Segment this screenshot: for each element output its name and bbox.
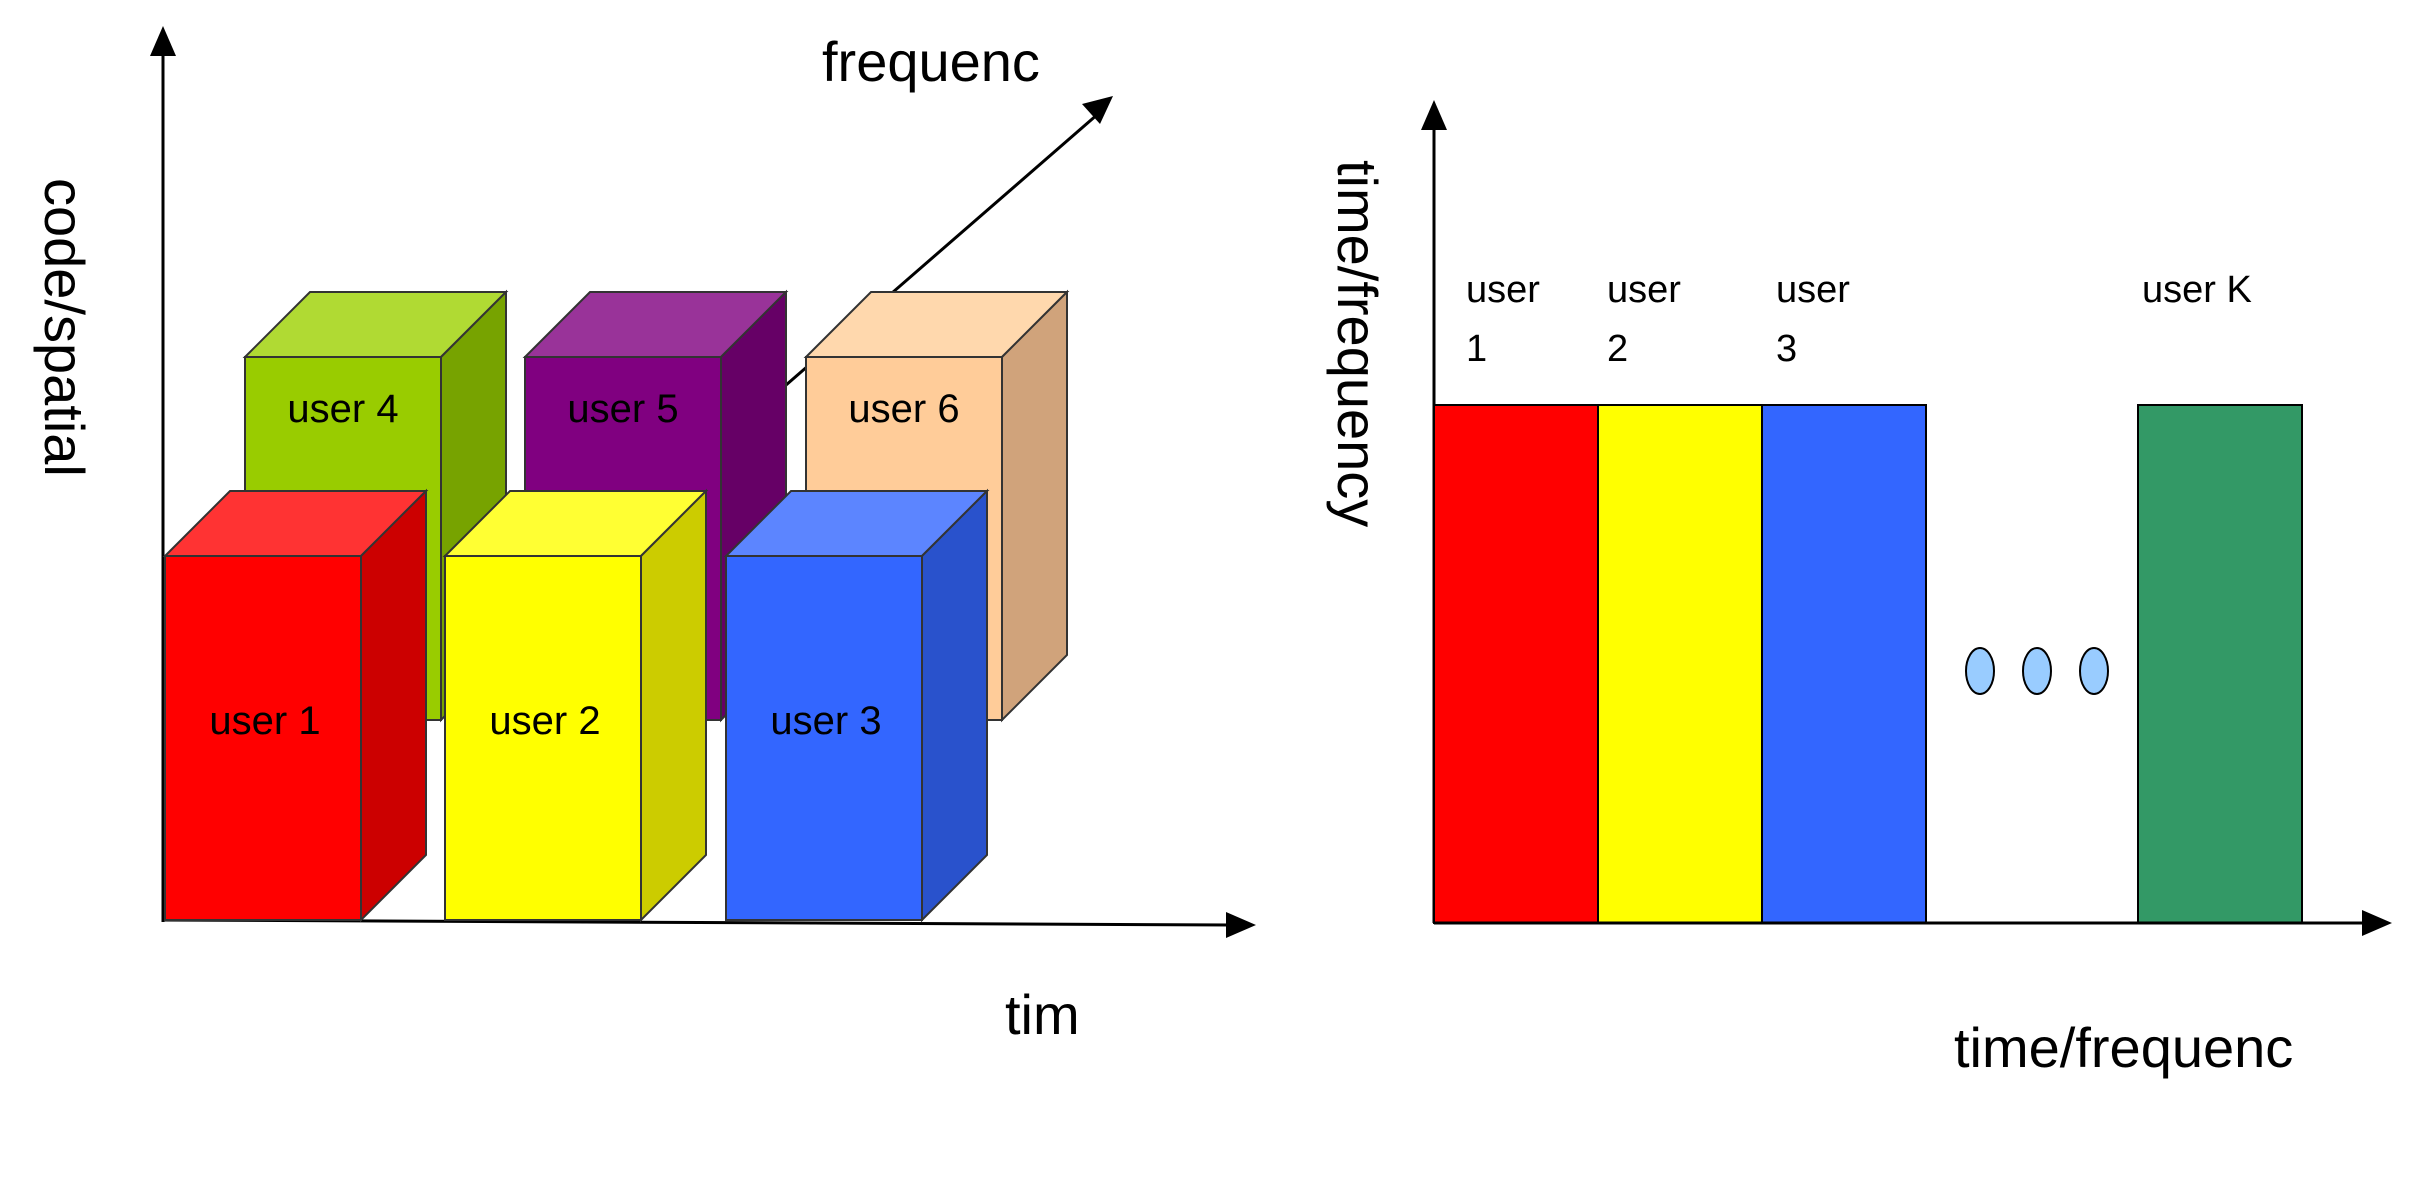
bar-user-1-label-line2: 1: [1466, 328, 1487, 370]
right-bars: [1433, 404, 2303, 924]
block-user-2-side: [640, 488, 707, 923]
left-vertical-axis-arrowhead: [150, 26, 176, 56]
block-user-3-label: user 3: [770, 699, 881, 743]
block-user-3-side: [921, 488, 988, 923]
block-user-3-front: [725, 555, 923, 921]
left-horizontal-axis-label: tim: [1005, 983, 1080, 1046]
right-vertical-axis-label: time/frequency: [1326, 160, 1389, 527]
block-user-2-front: [444, 555, 642, 921]
block-user-1-label: user 1: [209, 699, 320, 743]
bar-user-3-label-line1: user: [1776, 269, 1850, 311]
front-row: user 1 user 2 user 3: [162, 488, 990, 923]
block-user-2: user 2: [442, 488, 709, 923]
bar-user-2: [1597, 404, 1763, 924]
left-depth-axis-label: frequenc: [822, 30, 1040, 93]
block-user-1: user 1: [162, 488, 429, 923]
bar-user-3-label-line2: 3: [1776, 328, 1797, 370]
right-horizontal-axis-label: time/frequenc: [1954, 1016, 2293, 1079]
ellipsis-dot: [2022, 647, 2052, 695]
block-user-6-side: [1001, 289, 1068, 723]
bar-user-1-label-line1: user: [1466, 269, 1540, 311]
left-depth-axis-arrowhead: [1082, 96, 1113, 124]
right-vertical-axis-arrowhead: [1421, 100, 1447, 130]
block-user-4-label: user 4: [287, 387, 398, 431]
left-diagram: user 4 user 5 user 6: [33, 26, 1256, 1046]
block-user-2-label: user 2: [489, 699, 600, 743]
bar-user-1: [1433, 404, 1599, 924]
bar-user-3: [1761, 404, 1927, 924]
block-user-3: user 3: [723, 488, 990, 923]
block-user-6-label: user 6: [848, 387, 959, 431]
block-user-5-label: user 5: [567, 387, 678, 431]
right-horizontal-axis-arrowhead: [2362, 910, 2392, 936]
ellipsis-dots: [1965, 647, 2109, 695]
bar-user-k: [2137, 404, 2303, 924]
block-user-1-front: [164, 555, 362, 921]
ellipsis-dot: [1965, 647, 1995, 695]
bar-user-2-label-line1: user: [1607, 269, 1681, 311]
left-horizontal-axis-arrowhead: [1226, 912, 1256, 938]
right-diagram: user 1 user 2 user 3 user K time/frequen…: [1326, 100, 2392, 1079]
ellipsis-dot: [2079, 647, 2109, 695]
bar-user-k-label: user K: [2142, 269, 2252, 311]
bar-user-2-label-line2: 2: [1607, 328, 1628, 370]
left-vertical-axis-label: code/spatial: [33, 178, 96, 477]
block-user-1-side: [360, 488, 427, 923]
